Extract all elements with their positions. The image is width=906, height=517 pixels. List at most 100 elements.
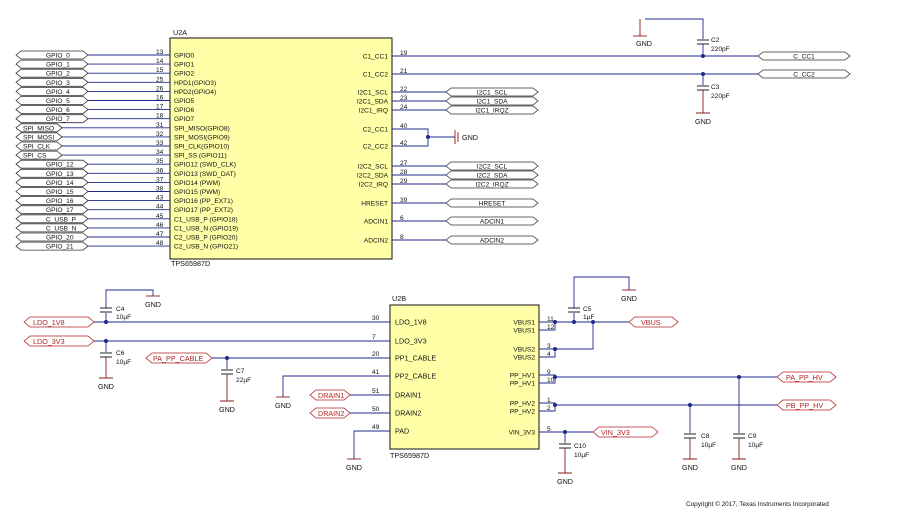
pad-wire [353, 430, 390, 459]
c2-junction [701, 54, 705, 58]
pin-name: GPIO6 [174, 107, 194, 114]
net-flag-i2c1-irqz[interactable] [445, 105, 539, 115]
pin-name: C2_CC1 [363, 127, 389, 134]
pin-name: C1_USB_P (GPIO18) [174, 216, 238, 223]
gnd-c6-label: GND [98, 382, 114, 391]
pin-number: 21 [400, 68, 408, 75]
c2-top-wire [645, 18, 704, 39]
pin-name: GPIO2 [174, 71, 194, 78]
u2a-ref: U2A [173, 28, 187, 37]
pin-number: 38 [156, 186, 164, 193]
gnd-pad-label: GND [346, 463, 362, 472]
pin-number: 16 [156, 95, 164, 102]
net-label: GPIO_0 [46, 53, 70, 60]
c8-symbol [684, 433, 696, 439]
pin-name: LDO_3V3 [395, 337, 427, 346]
pin-number: 36 [156, 167, 164, 174]
pin-number: 50 [372, 406, 380, 413]
net-flag-i2c1-sda[interactable] [445, 96, 539, 106]
pin-name: GPIO17 (PP_EXT2) [174, 207, 233, 214]
pin-number: 8 [400, 234, 404, 241]
c5-value: 1µF [583, 314, 595, 321]
pin-number: 24 [400, 104, 408, 111]
net-label: GPIO_13 [46, 171, 74, 178]
pin-number: 51 [372, 388, 380, 395]
pin-number: 32 [156, 131, 164, 138]
pin-name: C1_CC2 [363, 72, 389, 79]
pin-number: 30 [372, 315, 380, 322]
net-label: GPIO_16 [46, 198, 74, 205]
net-label: C_USB_P [46, 216, 77, 223]
c2-value: 220pF [711, 46, 730, 53]
pin-number: 46 [156, 222, 164, 229]
net-flag-i2c2-scl[interactable] [445, 161, 539, 171]
pa-pp-hv-flag[interactable] [776, 371, 837, 383]
net-flag-hreset[interactable] [445, 198, 539, 208]
c4-value: 10µF [116, 314, 131, 321]
pin-number: 19 [400, 50, 408, 57]
c7-symbol [221, 369, 233, 375]
pin-name: DRAIN2 [395, 409, 421, 418]
vbus-flag[interactable] [628, 316, 679, 328]
vin-3v3-flag[interactable] [592, 426, 659, 438]
pin-number: 49 [372, 424, 380, 431]
pin-number: 13 [156, 49, 164, 56]
u2b-ref: U2B [392, 294, 406, 303]
u2b-part: TPS65987D [390, 451, 429, 460]
pin-name: PP2_CABLE [395, 372, 436, 381]
drain2-label: DRAIN2 [318, 409, 344, 418]
net-flag-adcin2[interactable] [445, 235, 539, 245]
net-label: SPI_CS [23, 153, 47, 160]
gnd-c10-label: GND [557, 477, 573, 486]
net-flag-i2c2-irqz[interactable] [445, 179, 539, 189]
net-label: I2C2_IRQZ [475, 182, 508, 189]
pin-name: PAD [395, 427, 409, 436]
pin-name: GPIO16 (PP_EXT1) [174, 198, 233, 205]
net-flag-adcin1[interactable] [445, 216, 539, 226]
pa-pp-hv-label: PA_PP_HV [786, 373, 823, 382]
pin-number: 14 [156, 58, 164, 65]
u2b-body [389, 304, 540, 450]
pin-number: 43 [156, 195, 164, 202]
net-label: GPIO_7 [46, 116, 70, 123]
net-label: ADCIN2 [480, 238, 505, 245]
c10-value: 10µF [574, 452, 589, 459]
pin-name: SPI_MOSI(GPIO9) [174, 134, 230, 141]
pin-number: 1 [547, 397, 551, 404]
pp2-cable-wire [282, 375, 390, 397]
pin-name: HPD2(GPIO4) [174, 89, 216, 96]
pin-name: SPI_MISO(GPIO8) [174, 125, 230, 132]
pb-pp-hv-flag[interactable] [776, 399, 837, 411]
c7-ref: C7 [236, 368, 245, 375]
net-label: C_CC1 [793, 54, 815, 61]
pin-name: VBUS2 [513, 347, 535, 354]
pin-name: GPIO7 [174, 116, 194, 123]
pin-name: I2C1_SDA [357, 99, 389, 106]
net-flag-i2c2-sda[interactable] [445, 170, 539, 180]
c9-value: 10µF [748, 442, 763, 449]
pin-number: 3 [547, 343, 551, 350]
net-flag-i2c1-scl[interactable] [445, 87, 539, 97]
vbus-label: VBUS [641, 318, 661, 327]
c2cc-gnd-label: GND [462, 133, 478, 142]
pin-number: 39 [400, 197, 408, 204]
pin-name: SPI_CLK(GPIO10) [174, 144, 229, 151]
net-flag-c-cc2[interactable] [757, 69, 851, 79]
pin-name: C2_USB_N (GPIO21) [174, 244, 238, 251]
pin-name: GPIO13 (SWD_DAT) [174, 171, 236, 178]
pa-pp-cable-label: PA_PP_CABLE [153, 354, 203, 363]
pin-name: ADCIN2 [364, 238, 389, 245]
gnd-c6-symbol [99, 357, 113, 379]
net-label: I2C1_SCL [477, 90, 508, 97]
pin-number: 20 [372, 351, 380, 358]
net-label: GPIO_21 [46, 244, 74, 251]
pin-number: 42 [400, 140, 408, 147]
net-flag-c-cc1[interactable] [757, 51, 851, 61]
pin-name: HPD1(GPIO3) [174, 80, 216, 87]
pin-name: VBUS1 [513, 320, 535, 327]
c7-value: 22µF [236, 377, 251, 384]
pin-name: GPIO1 [174, 62, 194, 69]
net-label: GPIO_2 [46, 71, 70, 78]
